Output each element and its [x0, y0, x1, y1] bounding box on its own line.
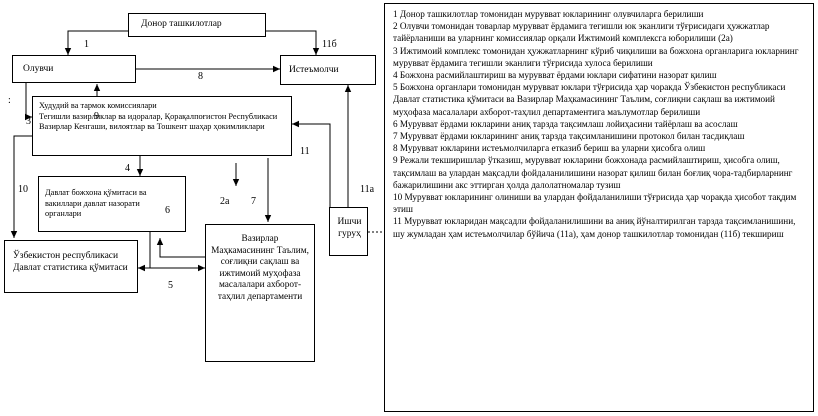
- edge-label-2a: 2а: [220, 196, 230, 207]
- node-donor-label: Донор ташкилотлар: [141, 19, 222, 29]
- node-statistics: Ўзбекистон республикаси Давлат статистик…: [4, 240, 138, 293]
- edge-label-11: 11: [300, 146, 310, 157]
- node-commission-members: Тегишли вазирликлар ва идоралар, Қорақал…: [39, 111, 278, 132]
- edge-label-1: 1: [84, 39, 89, 50]
- edge-label-11a: 11а: [360, 184, 375, 195]
- arrow-3: [156, 238, 205, 258]
- node-consumer-label: Истеъмолчи: [289, 65, 339, 75]
- node-recipient: Олувчи: [12, 55, 136, 83]
- node-commission-title: Худудий ва тармок комиссиялари: [39, 101, 157, 110]
- node-customs-label: Давлат божхона қўмитаси ва вакиллари дав…: [45, 188, 147, 218]
- legend-item: 8 Мурувват юкларини истеъмолчиларга етка…: [393, 143, 706, 154]
- legend-item: 9 Режали текширишлар ўтказиш, мурувват ю…: [393, 155, 793, 190]
- arrow-5-ministry: [149, 232, 205, 272]
- arrow-11: [292, 120, 331, 207]
- node-working-group-label: Ишчи гуруҳ: [337, 217, 362, 239]
- arrow-11b: [266, 30, 320, 55]
- legend-item: 4 Божхона расмийлаштириш ва мурувват ёрд…: [393, 70, 717, 81]
- legend-item: 5 Божхона органлари томонидан мурувват ю…: [393, 82, 786, 117]
- node-recipient-label: Олувчи: [23, 64, 54, 74]
- node-ministry: Вазирлар Маҳкамасининг Таълим, соғлиқни …: [205, 224, 315, 362]
- node-statistics-label: Ўзбекистон республикаси Давлат статистик…: [13, 251, 128, 273]
- arrow-10: [10, 135, 32, 238]
- legend-item: 3 Ижтимоий комплекс томонидан ҳужжатларн…: [393, 45, 799, 68]
- legend-item: 2 Олувчи томонидан товарлар мурувват ёрд…: [393, 21, 770, 44]
- legend-item: 7 Мурувват ёрдами юкларининг аниқ тарзда…: [393, 131, 745, 142]
- edge-label-3: 3: [26, 116, 31, 127]
- edge-label-6: 6: [165, 205, 170, 216]
- node-donor: Донор ташкилотлар: [128, 13, 266, 37]
- edge-label-11b: 11б: [322, 39, 337, 50]
- legend-item: 1 Донор ташкилотлар томонидан мурувват ю…: [393, 9, 704, 19]
- node-ministry-label: Вазирлар Маҳкамасининг Таълим, соғлиқни …: [211, 234, 309, 302]
- node-customs: Давлат божхона қўмитаси ва вакиллари дав…: [38, 176, 186, 232]
- legend-item: 6 Мурувват ёрдами юкларини аниқ тарзда т…: [393, 118, 738, 129]
- arrow-recipient-to-commission: [25, 83, 32, 121]
- node-working-group: Ишчи гуруҳ: [329, 207, 368, 256]
- legend-panel: 1 Донор ташкилотлар томонидан мурувват ю…: [384, 3, 814, 412]
- edge-label-4: 4: [125, 163, 130, 174]
- edge-label-7: 7: [251, 196, 256, 207]
- edge-label-5: 5: [168, 280, 173, 291]
- edge-label-colon: :: [8, 95, 11, 106]
- edge-label-10: 10: [18, 184, 28, 195]
- arrow-1: [64, 30, 128, 55]
- edge-label-8: 8: [198, 71, 203, 82]
- node-commission: Худудий ва тармок комиссиялари Тегишли в…: [32, 96, 292, 156]
- edge-label-9: 9: [94, 111, 99, 122]
- legend-item: 10 Мурувват юкларининг олиниши ва уларда…: [393, 192, 797, 215]
- node-consumer: Истеъмолчи: [280, 55, 376, 85]
- legend-item: 11 Мурувват юкларидан мақсадли фойдалани…: [393, 216, 796, 239]
